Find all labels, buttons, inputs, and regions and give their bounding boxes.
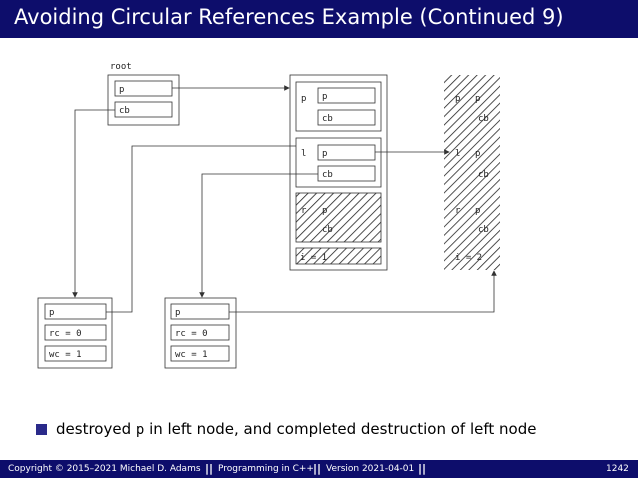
right-l-cb: cb (478, 170, 489, 180)
root-label: root (110, 62, 132, 72)
root-p-field: p (119, 85, 124, 95)
cb-middle-p: p (175, 308, 180, 318)
right-p-cb: cb (478, 114, 489, 124)
footer: Copyright © 2015–2021 Michael D. Adams |… (0, 460, 638, 478)
right-l-field: p (475, 149, 480, 159)
right-r-field: p (475, 206, 480, 216)
bullet-text: destroyed p in left node, and completed … (56, 420, 536, 438)
cb-middle-rc: rc = 0 (175, 329, 208, 339)
middle-p-field: p (322, 92, 327, 102)
middle-l-label: l (301, 149, 306, 159)
title-bar: Avoiding Circular References Example (Co… (0, 0, 638, 38)
middle-r-field: p (322, 206, 327, 216)
middle-r-cb: cb (322, 225, 333, 235)
cb-middle-wc: wc = 1 (175, 350, 208, 360)
right-node: p p cb l p cb r p cb i = 2 (444, 75, 500, 270)
cb-left-rc: rc = 0 (49, 329, 82, 339)
middle-p-cb: cb (322, 114, 333, 124)
slide-title: Avoiding Circular References Example (Co… (14, 5, 564, 29)
footer-separator: || (205, 462, 214, 475)
control-block-left: p rc = 0 wc = 1 (37, 297, 113, 369)
bullet-text-before: destroyed (56, 420, 136, 438)
middle-p-label: p (301, 94, 306, 104)
bullet-icon (36, 424, 47, 435)
right-p-label: p (455, 94, 460, 104)
footer-version: Version 2021-04-01 (326, 464, 415, 474)
arrow-middle-l-cb-to-cb-middle (199, 173, 318, 298)
right-r-label: r (455, 206, 461, 216)
middle-i-field: i = 1 (300, 253, 327, 263)
footer-separator: || (313, 462, 322, 475)
right-l-label: l (455, 149, 460, 159)
control-block-middle: p rc = 0 wc = 1 (164, 297, 237, 369)
arrow-root-cb-to-cb-left (72, 109, 115, 298)
middle-l-field: p (322, 149, 327, 159)
middle-node: p p cb l p cb r p cb i = 1 (289, 74, 388, 271)
footer-course: Programming in C++ (218, 464, 314, 474)
right-r-cb: cb (478, 225, 489, 235)
cb-left-p: p (49, 308, 54, 318)
footer-page-number: 1242 (606, 464, 629, 474)
middle-r-label: r (301, 206, 307, 216)
bullet-text-after: in left node, and completed destruction … (144, 420, 537, 438)
root-cb-field: cb (119, 106, 130, 116)
right-i-field: i = 2 (455, 253, 482, 263)
footer-copyright: Copyright © 2015–2021 Michael D. Adams (8, 464, 201, 474)
right-p-field: p (475, 94, 480, 104)
root-object: p cb (107, 74, 180, 126)
cb-left-wc: wc = 1 (49, 350, 82, 360)
arrow-cb-middle-p-to-right (229, 270, 497, 313)
arrow-cb-left-p-to-middle (106, 145, 296, 313)
bullet-code: p (135, 422, 145, 438)
footer-separator: || (418, 462, 427, 475)
middle-l-cb: cb (322, 170, 333, 180)
